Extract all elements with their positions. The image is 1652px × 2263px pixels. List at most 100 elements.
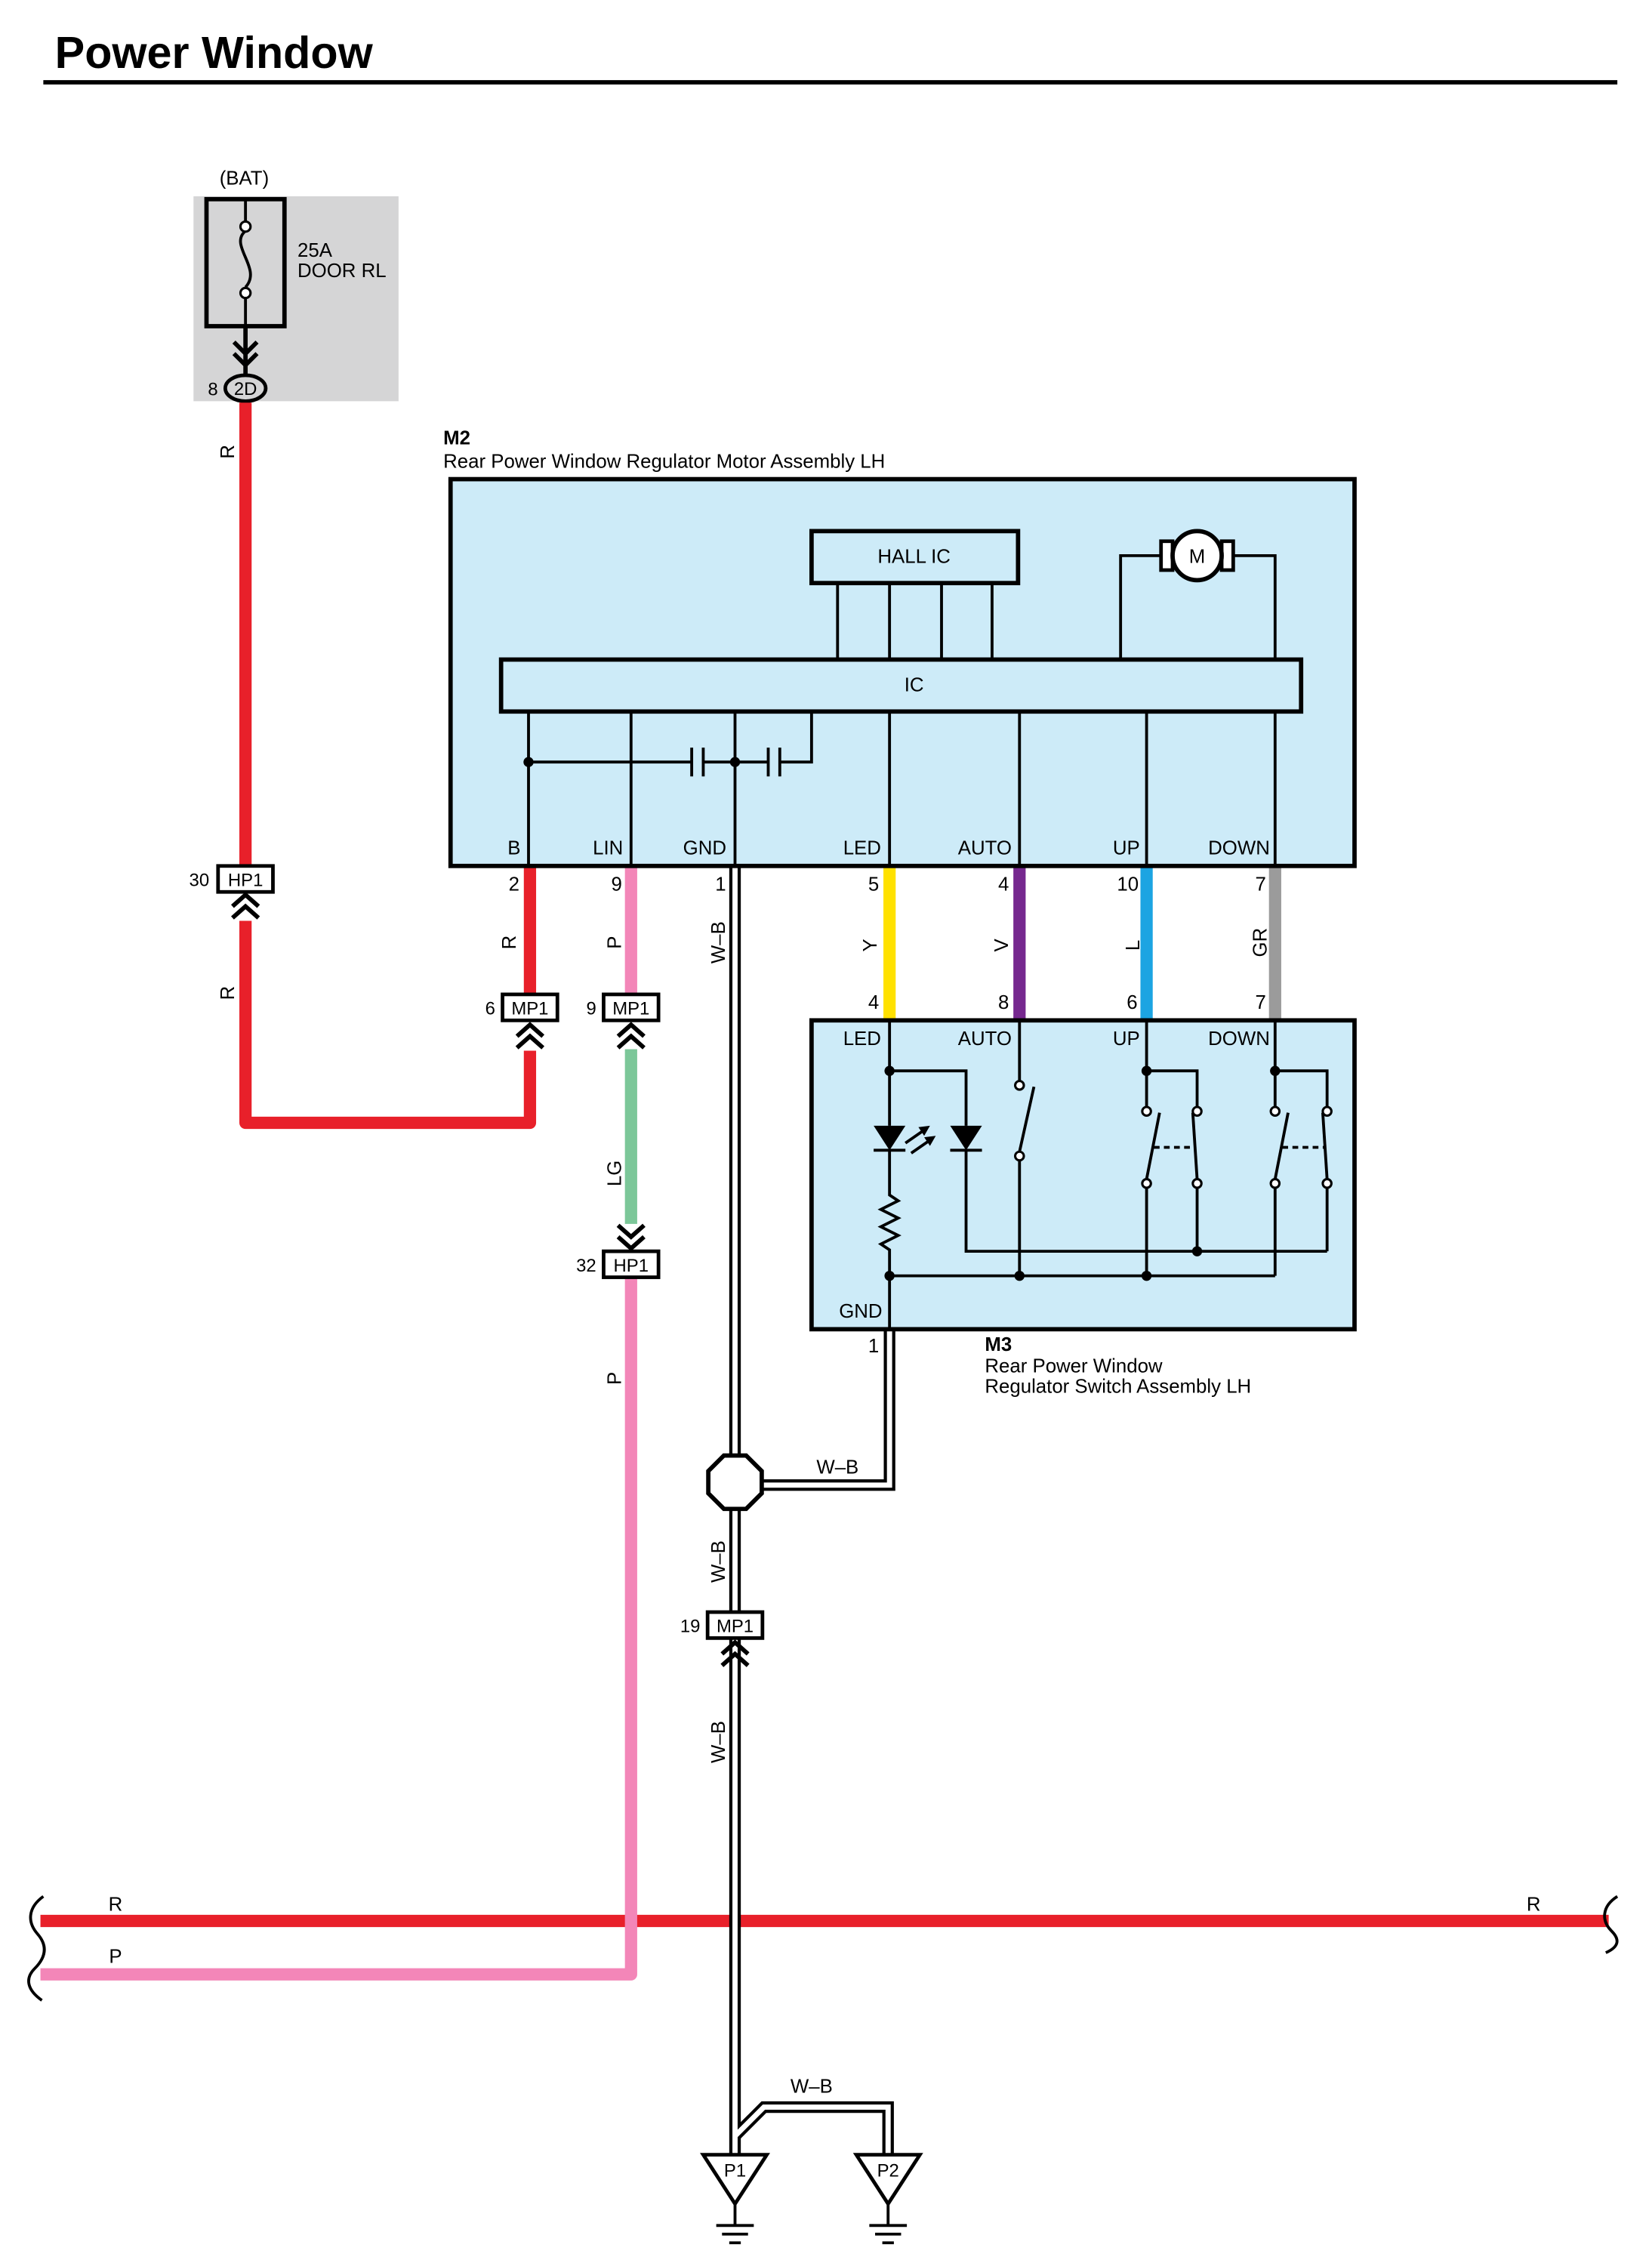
m3-pin-number-auto: 8 [998,992,1009,1013]
connector-id: MP1 [511,999,548,1019]
wire-label: P [109,1946,122,1967]
m2-pin-label-b: B [507,838,520,859]
down-switch-return [1273,1188,1329,1276]
m2-module: M2 Rear Power Window Regulator Motor Ass… [443,428,1357,895]
wire-label: R [499,936,520,950]
node-dot [1141,1065,1152,1076]
led-icon [874,1125,906,1151]
m3-id: M3 [985,1334,1012,1355]
m2-pin-number-lin: 9 [611,874,621,895]
wb-inner-m3-gnd [760,1329,892,1488]
m2-pin-label-gnd: GND [683,838,726,859]
connector-id: HP1 [614,1256,649,1276]
fuse-name: DOOR RL [297,261,387,282]
switch-terminal [1191,1178,1203,1189]
m3-module: 4 8 6 7 LED AUTO UP DOWN GND [809,992,1357,1397]
connector-box [705,1610,765,1640]
junction-hp1-30: HP1 30 [190,864,275,920]
switch-terminal [1141,1105,1152,1118]
m2-pin-label-down: DOWN [1208,838,1270,859]
up-switch-lead [1145,1020,1199,1108]
wire-label: W–B [791,2076,833,2097]
node-dot [1270,1065,1281,1076]
break-right-icon [1603,1895,1619,1954]
page-title: Power Window [55,27,374,78]
wire-label: Y [860,939,881,951]
connector-pin: 6 [485,999,495,1019]
connector-box [501,992,559,1022]
m3-pin-number-down: 7 [1256,992,1266,1013]
m2-pin-number-led: 5 [868,874,879,895]
wire-label: W–B [816,1457,858,1478]
diode-return-line [964,1150,1327,1253]
wire-label: W–B [708,1540,729,1583]
m3-pin-number-up: 6 [1127,992,1137,1013]
break-left-icon [27,1895,46,2002]
wire-label: L [1123,940,1144,951]
m2-pin-label-up: UP [1113,838,1140,859]
connector-id: HP1 [228,871,263,891]
diode-circuit-line [889,1069,968,1126]
wire-red-hp1-to-mp1 [239,920,537,1130]
m2-pin-label-auto: AUTO [958,838,1012,859]
wire-label: R [217,986,239,1000]
connector-box [602,992,661,1022]
up-switch-left-icon [1145,1112,1161,1179]
m3-pin-number-led: 4 [868,992,879,1013]
connector-id: MP1 [612,999,649,1019]
m2-pin-number-up: 10 [1117,874,1139,895]
wire-label: W–B [708,921,729,963]
fuse-rating: 25A [297,240,333,261]
switch-terminal [1191,1105,1203,1118]
switch-terminal [1269,1178,1281,1189]
node-dot [884,1270,895,1281]
node-dot [1014,1270,1025,1281]
connector-pin: 19 [680,1617,701,1637]
ground-p1: P1 [700,2153,770,2245]
wb-inner-branch [733,2104,891,2155]
m2-pin-number-down: 7 [1256,874,1266,895]
node-dot [884,1065,895,1076]
m3-gnd-pin: 1 [868,1336,879,1357]
motor-icon [1170,529,1224,583]
chevron-up-icon [720,1639,750,1667]
fuse-box-background [193,196,399,402]
m3-name-line2: Regulator Switch Assembly LH [985,1376,1251,1397]
motor-label: M [1189,546,1206,567]
capacitor-1-icon [690,748,705,777]
resistor-icon [877,1150,902,1330]
ground-id: P1 [724,2160,746,2181]
connector-id: MP1 [717,1617,754,1637]
wire-pink-lin-to-bus [40,1277,637,1981]
up-switch-return [1145,1188,1199,1276]
ic-label: IC [905,675,924,696]
node-dot [1191,1246,1203,1256]
connector-pin: 30 [190,871,210,891]
m3-pin-label-up: UP [1113,1028,1140,1050]
wire-label: R [109,1895,123,1916]
hall-ic-box [809,529,1021,586]
m2-pin-number-auto: 4 [998,874,1009,895]
fuse-source-label: (BAT) [220,168,269,190]
led-arrowhead-2 [924,1136,936,1146]
ground-point-icon [700,2153,770,2208]
switch-terminal [1269,1105,1281,1118]
connector-pin: 32 [576,1256,596,1276]
hall-ic-label: HALL IC [877,546,951,567]
ground-point-icon [852,2153,923,2208]
switch-terminal [1321,1105,1333,1118]
m2-pin-label-lin: LIN [593,838,623,859]
chevron-up-icon [616,1022,646,1050]
connector-2d-pin: 8 [208,380,217,400]
connector-box [216,864,275,894]
led-emission-arrows-icon [905,1129,931,1155]
wire-label: P [604,1372,625,1385]
connector-box [602,1249,661,1279]
switch-terminal [1141,1178,1152,1189]
m3-gnd-label: GND [839,1301,882,1322]
ground-symbol-icon [869,2203,908,2245]
ground-symbol-icon [716,2203,754,2245]
motor-lead-left [1119,553,1164,660]
node-dot [729,757,741,767]
m2-pin-number-b: 2 [509,874,519,895]
